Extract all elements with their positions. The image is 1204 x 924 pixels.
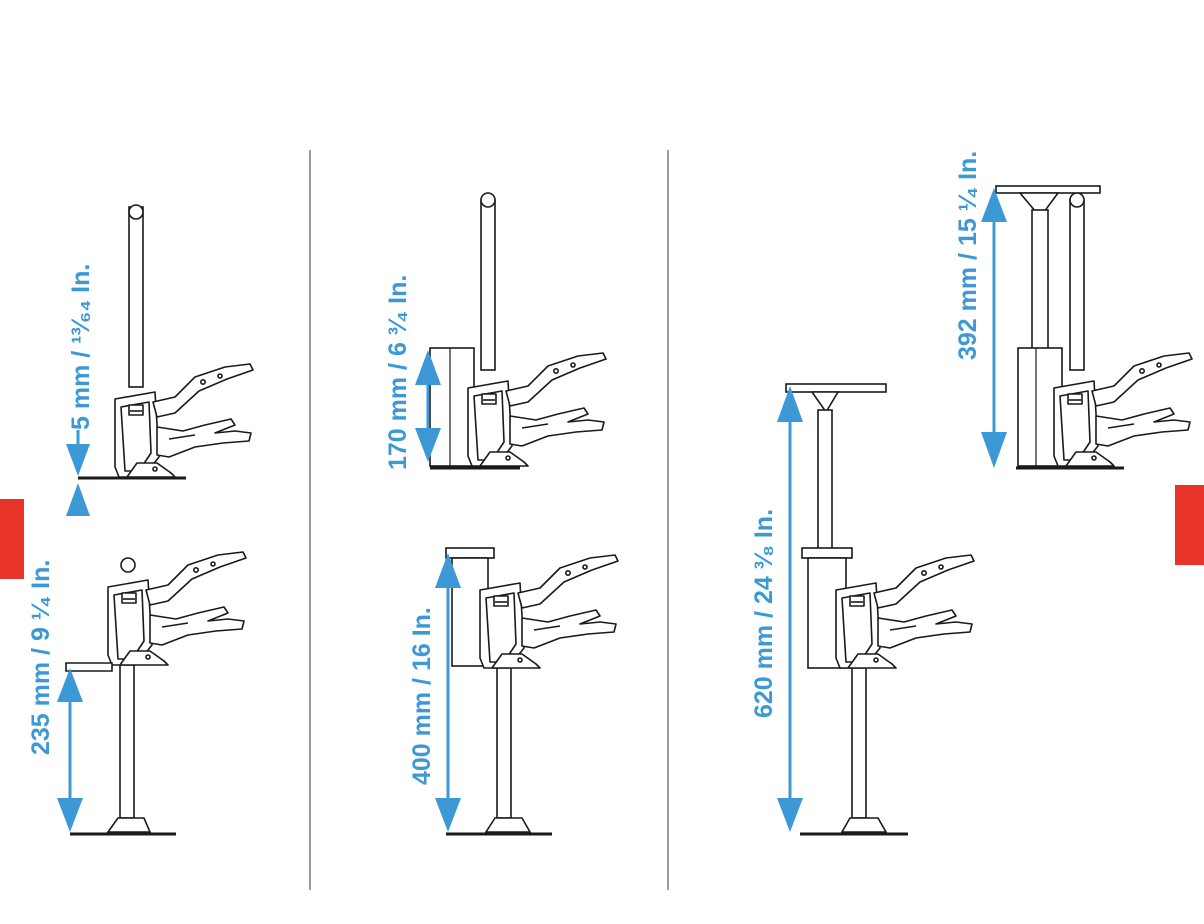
double-arrow-icon	[66, 430, 90, 516]
min-height-label: 235 mm / 9 ¹⁄₄ In.	[27, 560, 55, 755]
double-arrow-icon	[777, 386, 803, 832]
side-marker-left	[0, 499, 24, 579]
lifter-icon	[65, 551, 247, 836]
mid-height-label: 400 mm / 16 In.	[408, 607, 436, 785]
double-arrow-icon	[57, 668, 83, 832]
gap-min-label: 5 mm / ¹³⁄₆₄ In.	[67, 264, 95, 430]
double-arrow-icon	[415, 350, 441, 462]
double-arrow-icon	[435, 553, 461, 832]
double-arrow-icon	[981, 188, 1007, 468]
lifter-icon	[78, 204, 254, 480]
side-marker-right	[1175, 485, 1204, 565]
lifter-icon	[995, 185, 1193, 470]
lift-range-label: 170 mm / 6 ³⁄₄ In.	[384, 275, 412, 470]
lifter-icon	[445, 547, 619, 836]
extension-range-label: 392 mm / 15 ¹⁄₄ In.	[954, 151, 982, 360]
lifter-icon	[429, 192, 607, 470]
max-height-label: 620 mm / 24 ³⁄₈ In.	[750, 509, 778, 718]
lifter-icon	[785, 383, 975, 836]
